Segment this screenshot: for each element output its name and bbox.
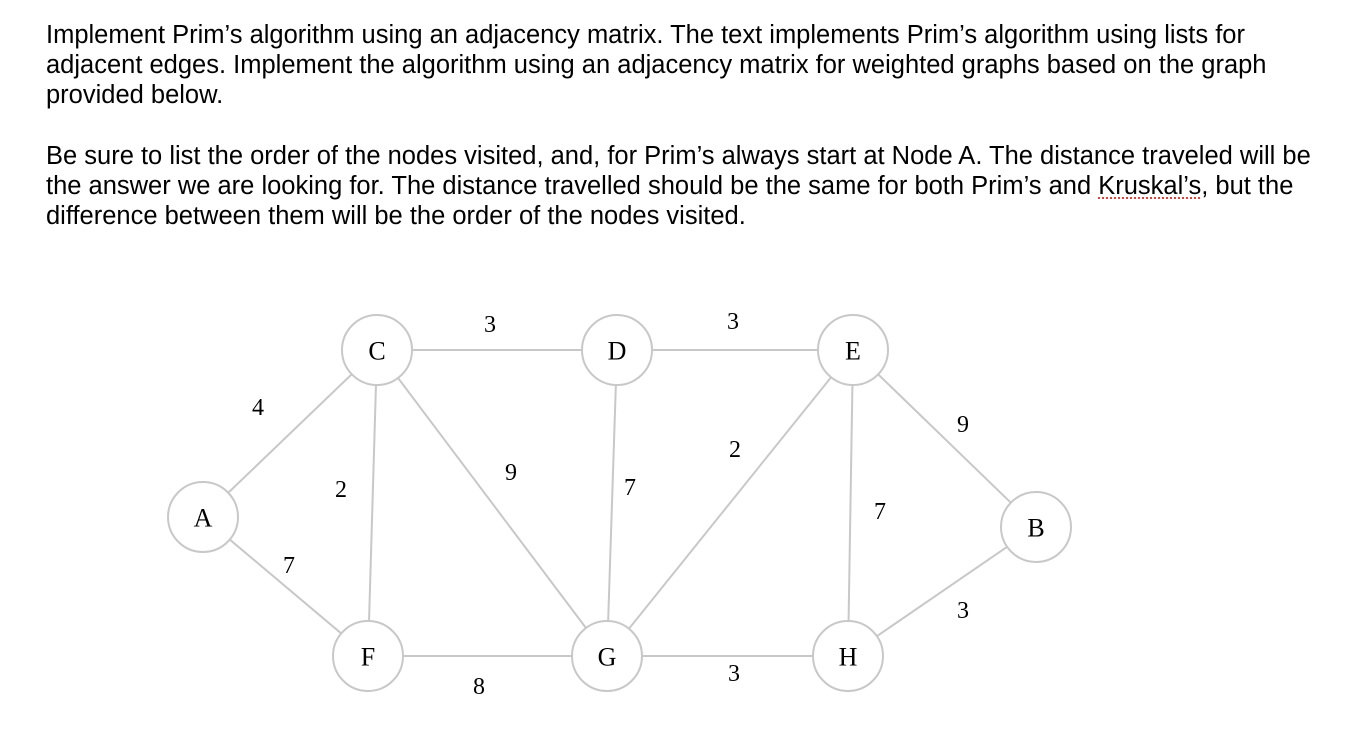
node-circle-a (167, 481, 239, 553)
node-e: E (817, 314, 889, 386)
graph-edges (227, 349, 1012, 657)
node-circle-b (1000, 491, 1072, 563)
edge-h-b (876, 545, 1008, 638)
edge-weight-a-c: 4 (252, 395, 264, 421)
edge-weight-d-g: 7 (624, 475, 636, 501)
edge-weight-a-f: 7 (283, 553, 295, 579)
edge-e-h (847, 384, 854, 622)
edge-weight-d-e: 3 (727, 309, 739, 335)
edge-a-f (229, 538, 342, 635)
node-circle-f (332, 620, 404, 692)
edge-weight-e-h: 7 (874, 499, 886, 525)
edge-d-g (607, 384, 617, 622)
node-circle-e (817, 314, 889, 386)
node-d: D (581, 314, 653, 386)
node-b: B (1000, 491, 1072, 563)
node-circle-c (341, 314, 413, 386)
node-label-a: A (194, 504, 213, 533)
paragraph-2-text-start: Be sure to list the order of the nodes v… (46, 142, 1311, 200)
node-label-h: H (839, 643, 858, 672)
node-c: C (341, 314, 413, 386)
instruction-paragraph-2: Be sure to list the order of the nodes v… (46, 141, 1316, 231)
edge-a-c (227, 373, 353, 494)
graph-nodes: A C D E B F G H (167, 314, 1072, 692)
paragraph-2-text-end: , but the difference between them will b… (46, 172, 1294, 230)
edge-c-g (397, 377, 587, 629)
node-label-b: B (1027, 514, 1044, 543)
edge-c-f (368, 384, 377, 622)
instruction-paragraph-1: Implement Prim’s algorithm using an adja… (46, 21, 1267, 109)
edge-weight-e-b: 9 (957, 412, 969, 438)
node-a: A (167, 481, 239, 553)
edge-weight-c-f: 2 (335, 477, 347, 503)
node-f: F (332, 620, 404, 692)
edge-weight-c-d: 3 (484, 312, 496, 338)
node-circle-g (571, 620, 643, 692)
node-label-f: F (361, 643, 375, 672)
graph-edge-weights: 4 7 3 2 9 3 7 2 7 9 8 3 3 (252, 309, 969, 700)
node-label-d: D (608, 337, 627, 366)
node-circle-h (812, 620, 884, 692)
edge-e-g (628, 376, 832, 630)
edge-weight-c-g: 9 (505, 460, 517, 486)
edge-weight-e-g: 2 (729, 437, 741, 463)
node-label-c: C (368, 337, 385, 366)
edge-weight-f-g: 8 (473, 674, 485, 700)
node-circle-d (581, 314, 653, 386)
node-label-e: E (845, 337, 861, 366)
edge-weight-h-b: 3 (957, 598, 969, 624)
node-h: H (812, 620, 884, 692)
edge-e-b (877, 373, 1012, 504)
node-g: G (571, 620, 643, 692)
spellcheck-flagged-word: Kruskal’s (1098, 172, 1202, 200)
edge-weight-g-h: 3 (728, 661, 740, 687)
node-label-g: G (598, 643, 617, 672)
